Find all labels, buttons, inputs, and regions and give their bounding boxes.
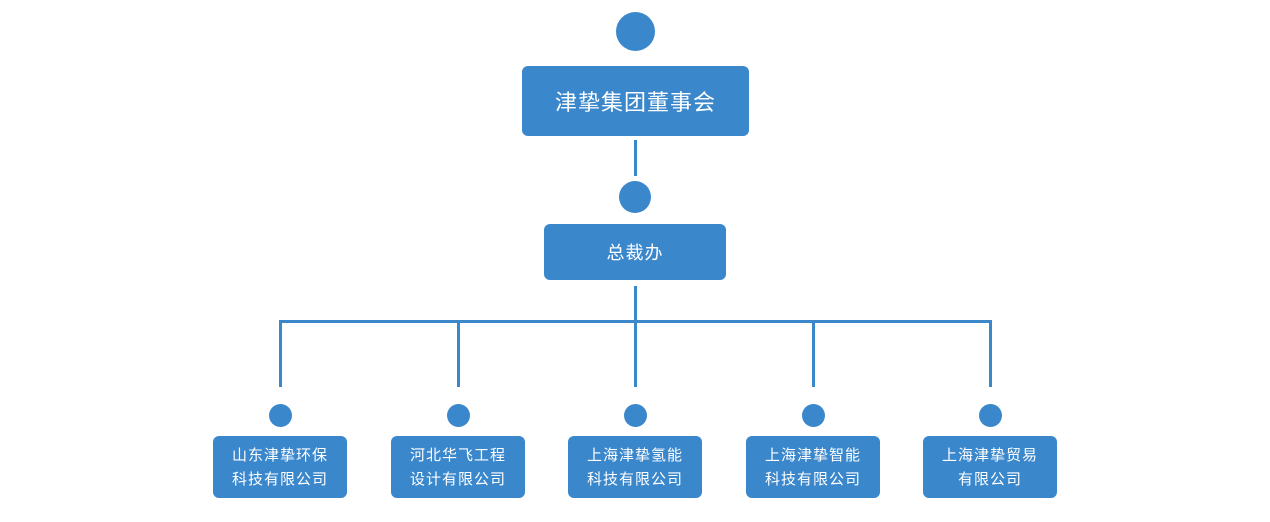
president-office-box: 总裁办 <box>544 224 726 280</box>
subsidiary-name-line2: 有限公司 <box>957 470 1022 488</box>
drop-line-4 <box>812 320 815 387</box>
root-node-dot <box>616 12 655 51</box>
subsidiary-dot-1 <box>269 404 292 427</box>
drop-line-3 <box>634 320 637 387</box>
connector-root-to-office <box>634 140 637 176</box>
subsidiary-box-5: 上海津挚贸易 有限公司 <box>923 436 1057 498</box>
subsidiary-box-3: 上海津挚氢能 科技有限公司 <box>568 436 702 498</box>
subsidiary-name-line2: 科技有限公司 <box>586 470 683 488</box>
subsidiary-name-line1: 上海津挚氢能 <box>586 446 683 464</box>
subsidiary-name-line2: 设计有限公司 <box>409 470 506 488</box>
subsidiary-dot-2 <box>447 404 470 427</box>
drop-line-5 <box>989 320 992 387</box>
subsidiary-dot-4 <box>802 404 825 427</box>
drop-line-2 <box>457 320 460 387</box>
subsidiary-dot-5 <box>979 404 1002 427</box>
subsidiary-box-1: 山东津挚环保 科技有限公司 <box>213 436 347 498</box>
president-office-label: 总裁办 <box>606 243 664 264</box>
drop-line-1 <box>279 320 282 387</box>
board-of-directors-box: 津挚集团董事会 <box>522 66 749 136</box>
subsidiary-name-line2: 科技有限公司 <box>231 470 328 488</box>
subsidiary-name-line1: 山东津挚环保 <box>231 446 328 464</box>
subsidiary-name-line1: 上海津挚智能 <box>764 446 861 464</box>
subsidiary-box-4: 上海津挚智能 科技有限公司 <box>746 436 880 498</box>
connector-office-to-bus <box>634 286 637 322</box>
board-of-directors-label: 津挚集团董事会 <box>554 91 716 116</box>
subsidiary-dot-3 <box>624 404 647 427</box>
subsidiary-name-line1: 河北华飞工程 <box>409 446 506 464</box>
office-node-dot <box>619 181 651 213</box>
subsidiary-name-line2: 科技有限公司 <box>764 470 861 488</box>
subsidiary-name-line1: 上海津挚贸易 <box>941 446 1038 464</box>
subsidiary-box-2: 河北华飞工程 设计有限公司 <box>391 436 525 498</box>
